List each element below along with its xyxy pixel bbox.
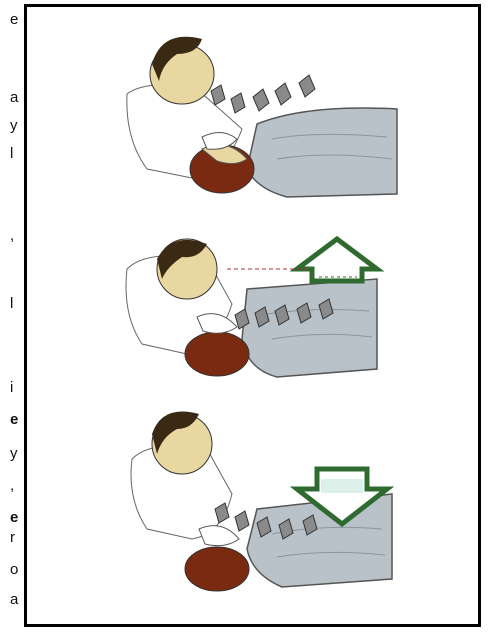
margin-char: o <box>10 562 18 577</box>
arrow-icon <box>235 511 249 531</box>
patient-head <box>185 547 249 591</box>
margin-char: a <box>10 592 18 607</box>
margin-char: e <box>10 412 18 427</box>
margin-char: e <box>10 12 18 27</box>
inhale-illustration <box>107 219 407 389</box>
rescuer-hand <box>199 526 239 546</box>
exhale-arrows <box>211 75 315 113</box>
margin-char: l <box>10 296 13 311</box>
arrow-icon <box>211 85 225 105</box>
margin-char: r <box>10 530 15 545</box>
margin-char: , <box>10 478 14 493</box>
arrow-icon <box>231 93 245 113</box>
margin-char: y <box>10 118 18 133</box>
rescuer-hand <box>197 314 237 334</box>
arrow-icon <box>275 83 291 105</box>
up-arrow-icon <box>297 239 377 281</box>
illustration-frame <box>24 4 481 627</box>
margin-text-column: e a y l , l i e y , e r o a <box>0 0 24 637</box>
margin-char: i <box>10 380 13 395</box>
inhale-panel <box>107 219 407 389</box>
margin-char: y <box>10 446 18 461</box>
patient-body <box>242 279 377 377</box>
air-volume <box>321 479 363 493</box>
margin-char: a <box>10 90 18 105</box>
patient-head <box>185 332 249 376</box>
exhale-illustration <box>107 19 407 209</box>
chest-rise-indicator <box>297 239 377 281</box>
compress-illustration <box>107 399 407 599</box>
exhale-panel <box>107 19 407 209</box>
margin-char: l <box>10 146 13 161</box>
patient-body <box>247 108 397 197</box>
arrow-icon <box>253 89 269 111</box>
arrow-icon <box>299 75 315 97</box>
margin-char: , <box>10 228 14 243</box>
compress-panel <box>107 399 407 599</box>
margin-char: e <box>10 510 18 525</box>
